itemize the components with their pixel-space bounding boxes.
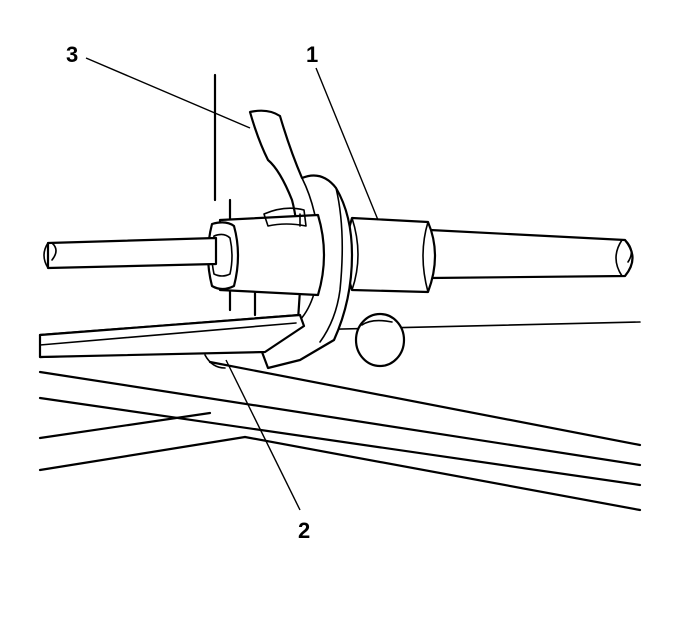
- cable-sleeve: [344, 216, 437, 294]
- callout-1: 1: [306, 42, 318, 67]
- cable-core-left: [43, 236, 218, 270]
- callout-2: 2: [298, 518, 310, 543]
- cable-end-bushing: [206, 207, 326, 297]
- pry-tool: [38, 313, 306, 369]
- leader-line-3: [85, 57, 251, 129]
- leader-line-1: [315, 67, 379, 221]
- plug-grommet: [354, 312, 406, 368]
- leader-line-2: [225, 359, 301, 511]
- cable-right: [428, 228, 634, 280]
- callout-3: 3: [66, 42, 78, 67]
- leader-lines: [85, 57, 379, 511]
